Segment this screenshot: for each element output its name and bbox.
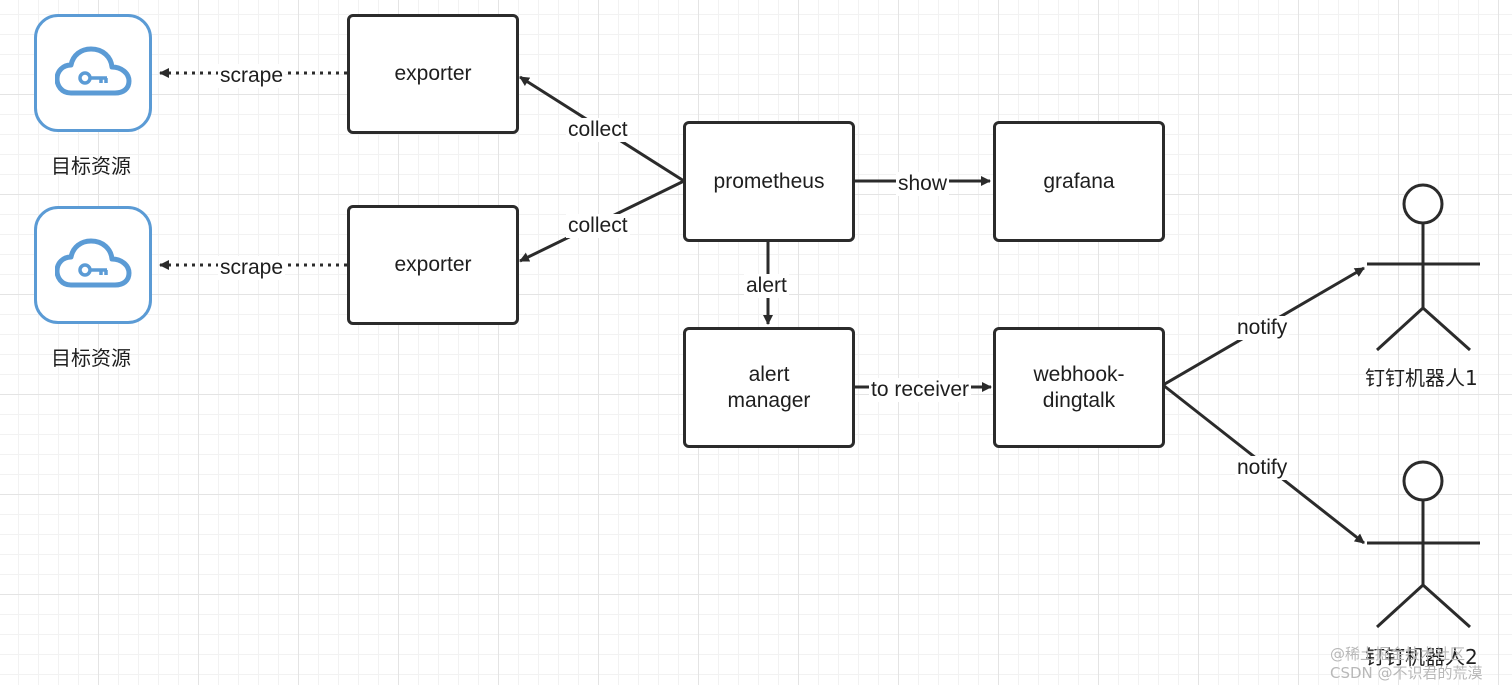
prometheus-node-label: prometheus — [713, 169, 825, 193]
actor-2-caption: 钉钉机器人2 — [1365, 645, 1478, 669]
edge-label-notify-bottom: notify — [1235, 456, 1290, 480]
edge-label-scrape-bottom: scrape — [218, 256, 286, 280]
webhook-dingtalk-node: webhook- dingtalk — [993, 327, 1165, 448]
watermark-line-2: CSDN @不识君的荒漠 — [1330, 664, 1483, 682]
edge-label-show: show — [896, 172, 950, 196]
alertmanager-node-label: alert manager — [727, 362, 811, 412]
alertmanager-node: alert manager — [683, 327, 855, 448]
edge-label-notify-top: notify — [1235, 316, 1290, 340]
grafana-node-label: grafana — [1043, 169, 1115, 193]
edge-label-to-receiver: to receiver — [869, 378, 972, 402]
target-resource-2-caption: 目标资源 — [51, 346, 131, 370]
exporter-node-bottom: exporter — [347, 205, 519, 325]
webhook-dingtalk-node-label: webhook- dingtalk — [1033, 362, 1125, 412]
watermark-line-1: @稀土掘金技术社区 — [1330, 645, 1466, 663]
edge-label-collect-top: collect — [566, 118, 630, 142]
exporter-node-top-label: exporter — [394, 62, 472, 85]
actor-1-caption: 钉钉机器人1 — [1365, 366, 1478, 390]
edge-label-alert: alert — [744, 274, 789, 298]
prometheus-node: prometheus — [683, 121, 855, 242]
exporter-node-top: exporter — [347, 14, 519, 134]
edge-label-scrape-top: scrape — [218, 64, 286, 88]
edge-label-collect-bottom: collect — [566, 214, 630, 238]
target-resource-1 — [34, 14, 152, 132]
cloud-key-icon — [55, 238, 132, 288]
target-resource-2 — [34, 206, 152, 324]
target-resource-1-caption: 目标资源 — [51, 154, 131, 178]
actor-figure-1 — [1367, 183, 1480, 352]
exporter-node-bottom-label: exporter — [394, 253, 472, 276]
actor-figure-2 — [1367, 460, 1480, 629]
cloud-key-icon — [55, 46, 132, 96]
grafana-node: grafana — [993, 121, 1165, 242]
